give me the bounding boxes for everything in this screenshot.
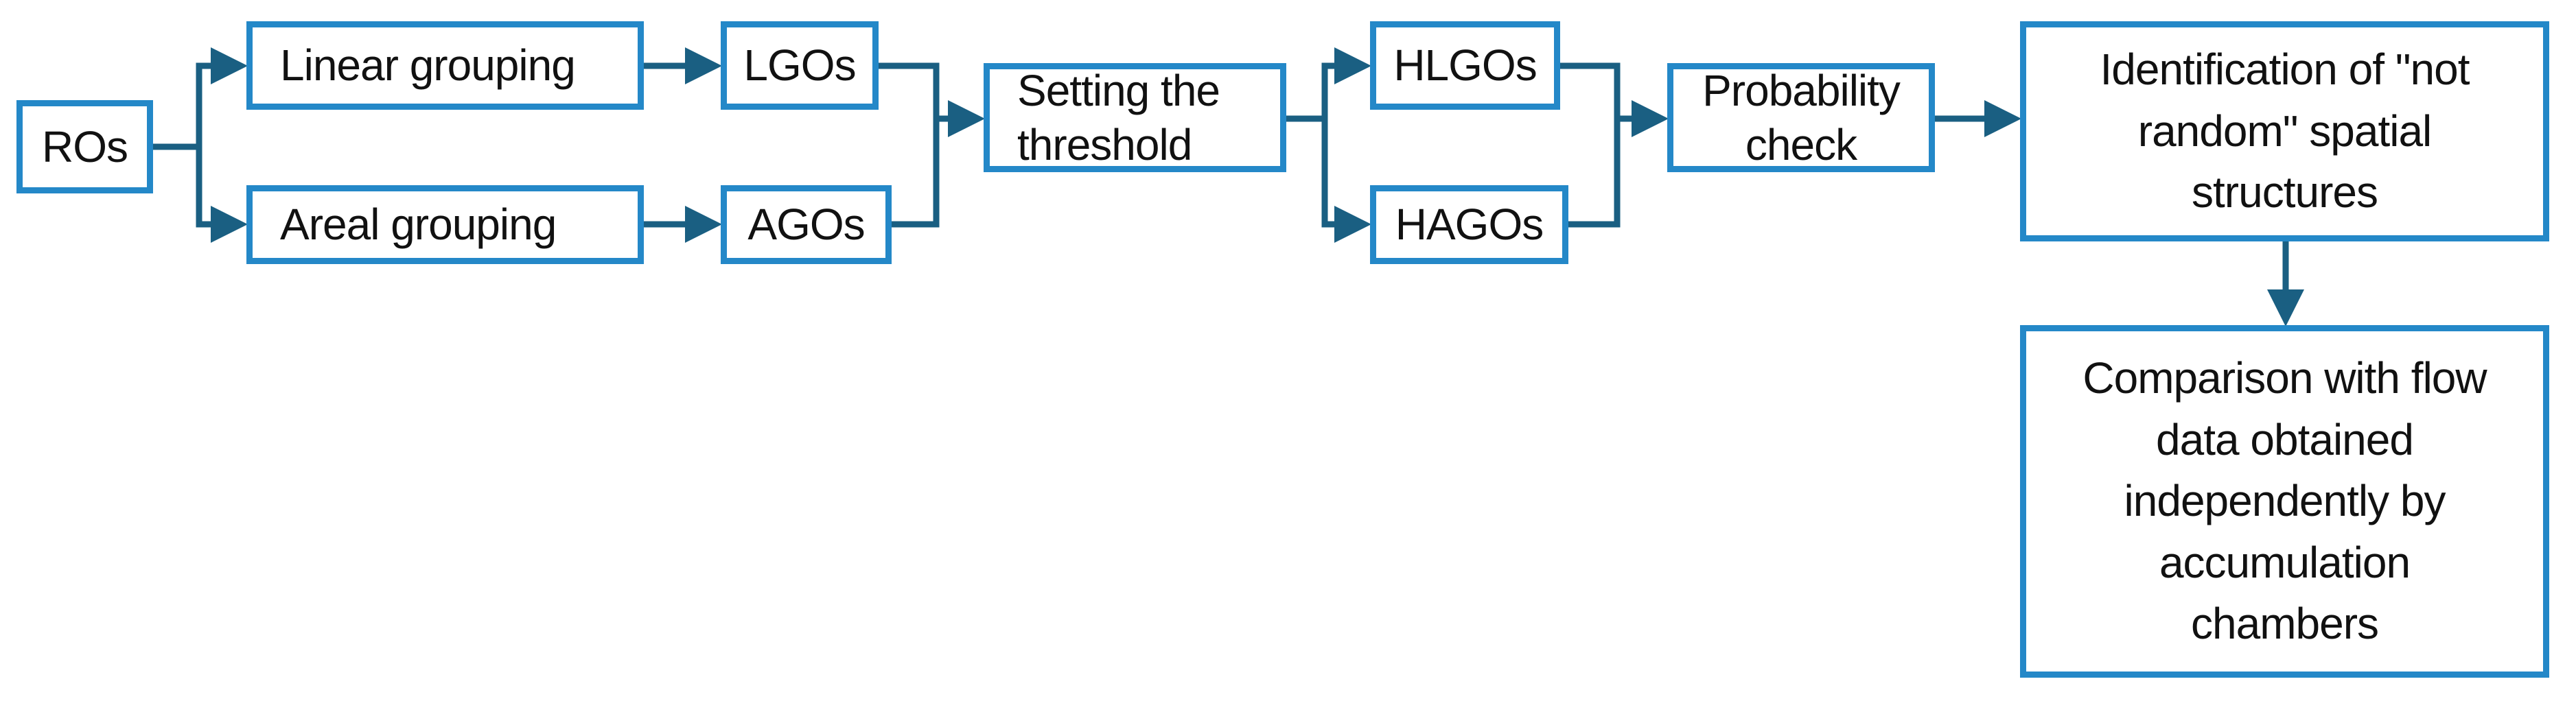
node-areal-grouping: Areal grouping xyxy=(246,185,644,264)
arrow-ros-to-linear xyxy=(196,47,248,147)
node-label: Linear grouping xyxy=(280,40,576,91)
node-hlgos: HLGOs xyxy=(1370,21,1560,110)
node-label: Probability check xyxy=(1702,66,1901,169)
arrow-setting-to-hlgos xyxy=(1321,47,1371,119)
node-ros: ROs xyxy=(16,100,153,193)
node-setting-threshold: Setting the threshold xyxy=(984,63,1286,172)
node-label: Setting the threshold xyxy=(1017,66,1220,169)
arrow-ros-to-areal xyxy=(196,147,248,243)
node-agos: AGOs xyxy=(721,185,892,264)
arrow-setting-to-hagos xyxy=(1321,119,1371,243)
node-label: Identification of "not random" spatial s… xyxy=(2100,45,2470,217)
node-label: Comparison with flow data obtained indep… xyxy=(2082,353,2487,649)
node-label: HAGOs xyxy=(1395,200,1544,250)
node-identification: Identification of "not random" spatial s… xyxy=(2020,21,2549,241)
node-probability-check: Probability check xyxy=(1667,63,1935,172)
connector-hlgos-hagos-merge xyxy=(1560,62,1621,228)
node-label: ROs xyxy=(42,121,128,171)
node-lgos: LGOs xyxy=(721,21,879,110)
node-linear-grouping: Linear grouping xyxy=(246,21,644,110)
node-hagos: HAGOs xyxy=(1370,185,1568,264)
node-comparison: Comparison with flow data obtained indep… xyxy=(2020,325,2549,678)
node-label: Areal grouping xyxy=(280,200,557,250)
node-label: AGOs xyxy=(747,200,865,250)
connector-lgos-agos-merge xyxy=(879,62,940,228)
node-label: LGOs xyxy=(743,40,856,91)
node-label: HLGOs xyxy=(1393,40,1537,91)
